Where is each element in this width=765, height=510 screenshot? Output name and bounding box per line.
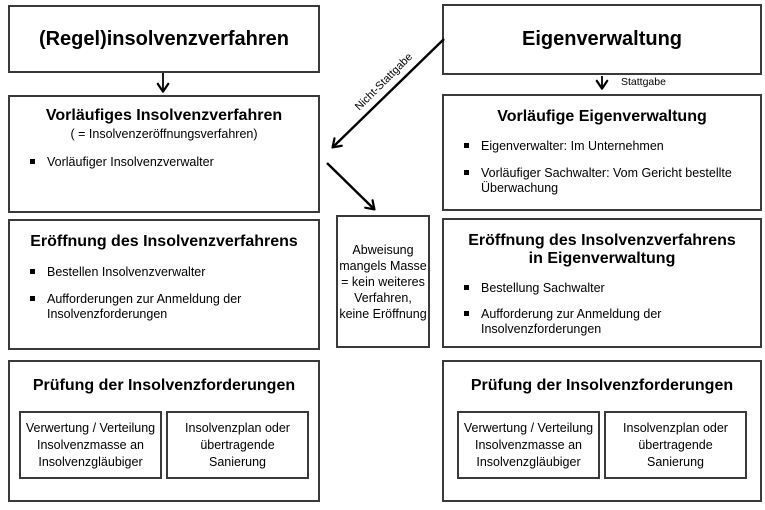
bullet-square-icon [464,169,469,175]
bullet-square-icon [464,143,469,149]
list-item: Vorläufiger Sachwalter: Vom Gericht best… [464,166,750,197]
eroeffnung-insolvenzverfahren-bullets: Bestellen Insolvenzverwalter Aufforderun… [10,265,318,322]
list-item: Bestellung Sachwalter [464,281,750,296]
list-item: Eigenverwalter: Im Unternehmen [464,139,750,154]
abweisung-line: keine Eröffnung [339,306,427,321]
sub-box-insolvenzplan-links: Insolvenzplan oder übertragende Sanierun… [166,411,309,480]
box-eroeffnung-eigenverwaltung: Eröffnung des Insolvenzverfahrens in Eig… [442,218,762,348]
bullet-text: Aufforderungen zur Anmeldung der Insolve… [47,291,242,321]
sub-box-verwertung-rechts: Verwertung / Verteilung Insolvenzmasse a… [457,411,600,480]
vorlaeufiges-insolvenzverfahren-title: Vorläufiges Insolvenzverfahren [45,107,283,124]
regelinsolvenzverfahren-title: (Regel)insolvenzverfahren [38,27,290,50]
pruefung-links-title: Prüfung der Insolvenzforderungen [32,377,296,394]
label-stattgabe: Stattgabe [621,76,666,88]
vorlaeufige-eigenverwaltung-title: Vorläufige Eigenverwaltung [497,108,707,125]
list-item: Aufforderung zur Anmeldung der Insolvenz… [464,307,750,338]
pruefung-links-subboxes: Verwertung / Verteilung Insolvenzmasse a… [10,411,318,480]
bullet-square-icon [464,311,469,317]
bullet-text: Vorläufiger Insolvenzverwalter [47,155,214,170]
list-item: Bestellen Insolvenzverwalter [30,265,308,280]
eroeffnung-eigenverwaltung-title: Eröffnung des Insolvenzverfahrens in Eig… [468,232,736,268]
bullet-text: Aufforderung zur Anmeldung der Insolvenz… [481,307,662,337]
arrow-to-abweisung [326,162,376,211]
bullet-text: Bestellen Insolvenzverwalter [47,265,206,280]
arrow-nicht-stattgabe [331,38,445,149]
box-pruefung-links: Prüfung der Insolvenzforderungen Verwert… [8,360,320,502]
box-eroeffnung-insolvenzverfahren: Eröffnung des Insolvenzverfahrens Bestel… [8,219,320,350]
list-item: Vorläufiger Insolvenzverwalter [30,155,308,170]
abweisung-line: Abweisung [352,242,414,257]
pruefung-rechts-subboxes: Verwertung / Verteilung Insolvenzmasse a… [444,411,760,480]
bullet-text: Bestellung Sachwalter [481,280,605,295]
bullet-text: Eigenverwalter: Im Unternehmen [481,139,664,154]
abweisung-line: mangels Masse [339,258,427,273]
abweisung-line: Verfahren, [354,290,412,305]
sub-box-insolvenzplan-rechts: Insolvenzplan oder übertragende Sanierun… [604,411,747,480]
abweisung-line: = kein weiteres [341,274,425,289]
pruefung-rechts-title: Prüfung der Insolvenzforderungen [470,377,734,394]
vorlaeufiges-insolvenzverfahren-bullets: Vorläufiger Insolvenzverwalter [10,155,318,170]
box-pruefung-rechts: Prüfung der Insolvenzforderungen Verwert… [442,360,762,502]
box-abweisung-mangels-masse: Abweisung mangels Masse = kein weiteres … [336,215,430,348]
vorlaeufige-eigenverwaltung-bullets: Eigenverwalter: Im Unternehmen Vorläufig… [444,139,760,196]
bullet-square-icon [464,284,469,290]
eigenverwaltung-title: Eigenverwaltung [521,28,683,50]
box-vorlaeufiges-insolvenzverfahren: Vorläufiges Insolvenzverfahren ( = Insol… [8,95,320,213]
eroeffnung-eigenverwaltung-bullets: Bestellung Sachwalter Aufforderung zur A… [444,281,760,338]
bullet-square-icon [30,269,35,275]
box-regelinsolvenzverfahren: (Regel)insolvenzverfahren [8,5,320,73]
label-nicht-stattgabe: Nicht-Stattgabe [352,50,416,114]
list-item: Aufforderungen zur Anmeldung der Insolve… [30,292,308,323]
sub-box-verwertung-links: Verwertung / Verteilung Insolvenzmasse a… [19,411,162,480]
box-vorlaeufige-eigenverwaltung: Vorläufige Eigenverwaltung Eigenverwalte… [442,94,762,211]
bullet-square-icon [30,295,35,301]
bullet-text: Vorläufiger Sachwalter: Vom Gericht best… [481,165,732,195]
vorlaeufiges-insolvenzverfahren-subtitle: ( = Insolvenzeröffnungsverfahren) [70,127,258,142]
eroeffnung-insolvenzverfahren-title: Eröffnung des Insolvenzverfahrens [30,233,298,250]
box-eigenverwaltung: Eigenverwaltung [442,4,762,75]
bullet-square-icon [30,159,35,165]
